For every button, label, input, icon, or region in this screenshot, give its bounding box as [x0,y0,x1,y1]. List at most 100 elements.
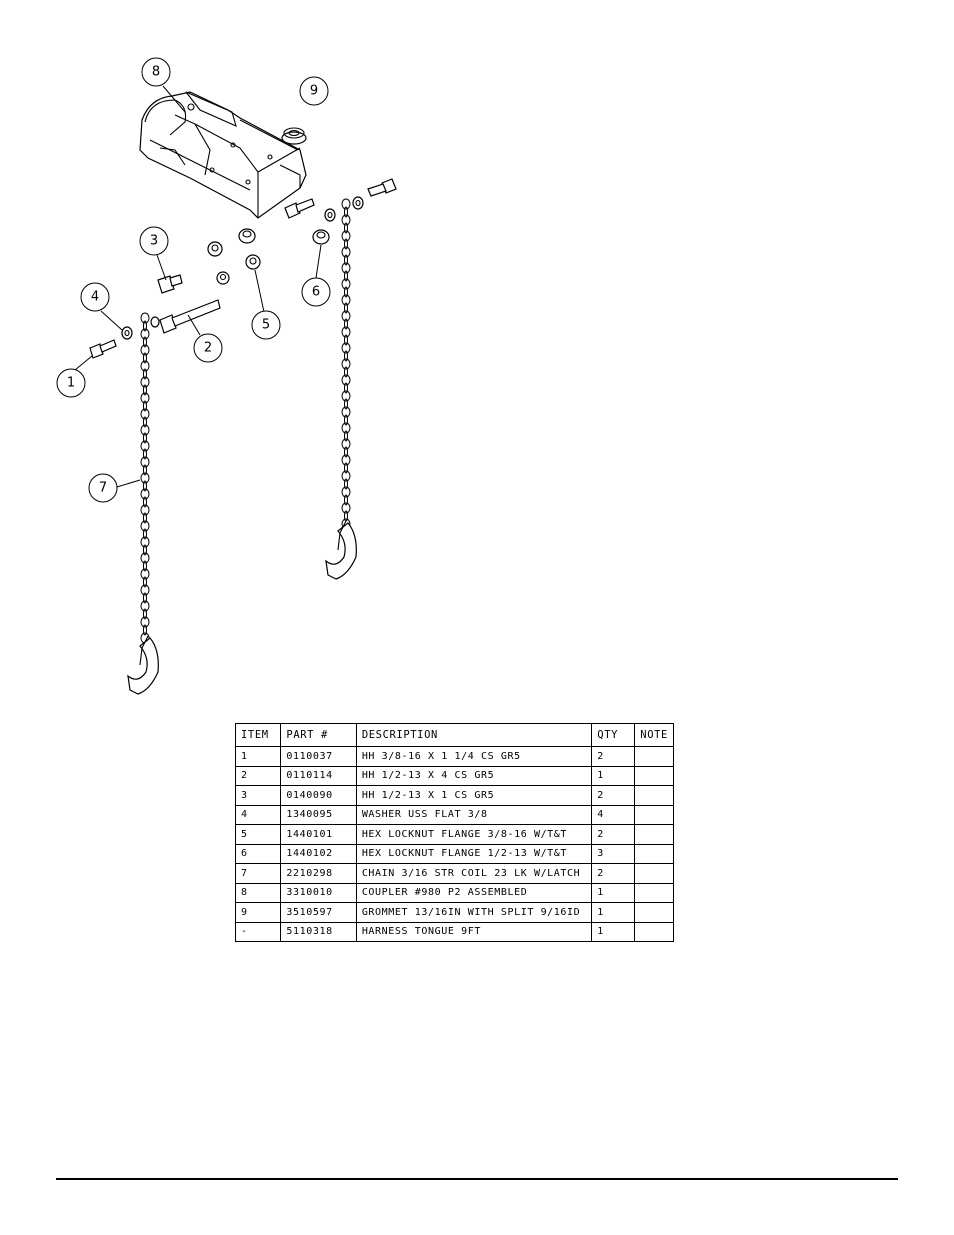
cell-note [634,882,674,903]
chain-link [341,454,351,466]
chain-link [140,376,150,388]
bolt-half-inch-short [157,274,183,294]
callout-2: 2 [193,333,223,363]
chain-link [341,214,351,226]
cell-item: 3 [234,785,282,806]
cell-description: WASHER USS FLAT 3/8 [355,804,593,825]
chain-link [344,350,348,362]
chain-link [143,576,147,588]
bolt-three-eighths [89,326,133,359]
chain-link [341,230,351,242]
cell-qty: 2 [591,785,636,806]
chain-link [143,400,147,412]
chain-link [344,222,348,234]
chain-link [140,568,150,580]
cell-note [634,804,674,825]
callout-7: 7 [88,473,118,503]
bolt-half-inch-long [150,299,221,334]
cell-description: COUPLER #980 P2 ASSEMBLED [355,882,593,903]
cell-part: 5110318 [280,921,357,942]
chain-link [143,336,147,348]
cell-part: 0110037 [280,746,357,767]
locknut-half-inch [312,229,330,245]
callout-9: 9 [299,76,329,106]
chain-link [140,616,150,628]
cell-description: HARNESS TONGUE 9FT [355,921,593,942]
cell-qty: 2 [591,824,636,845]
chain-link [344,430,348,442]
chain-link [341,502,351,514]
washers-right [324,196,364,222]
header-part: PART # [280,723,357,747]
chain-link [140,456,150,468]
cell-part: 3310010 [280,882,357,903]
svg-text:2: 2 [204,341,212,356]
cell-qty: 3 [591,843,636,864]
cell-item: 1 [234,746,282,767]
callout-6: 6 [301,277,331,307]
chain-link [341,262,351,274]
header-item: ITEM [234,723,282,747]
cell-qty: 1 [591,882,636,903]
chain-link [140,328,150,340]
chain-link [143,384,147,396]
chain-link [143,624,147,636]
chain-link [344,254,348,266]
chain-link [143,464,147,476]
svg-text:9: 9 [310,84,318,99]
svg-text:3: 3 [150,234,158,249]
chain-link [143,432,147,444]
chain-link [143,448,147,460]
chain-link [140,520,150,532]
cell-note [634,902,674,923]
cell-item: - [234,921,282,942]
coupler-assembly [139,91,307,219]
cell-item: 5 [234,824,282,845]
chain-link [341,374,351,386]
leader-lines [74,85,322,488]
cell-qty: 2 [591,863,636,884]
chain-link [143,480,147,492]
chain-link [344,206,348,218]
chain-link [143,368,147,380]
hook-right [325,520,357,580]
chain-link [344,462,348,474]
callout-3: 3 [139,226,169,256]
chain-link [140,600,150,612]
chain-link [143,320,147,332]
cell-qty: 1 [591,902,636,923]
cell-item: 8 [234,882,282,903]
chain-link [143,592,147,604]
cell-part: 3510597 [280,902,357,923]
cell-qty: 4 [591,804,636,825]
chain-link [344,382,348,394]
chain-link [140,472,150,484]
cell-note [634,843,674,864]
cell-description: HEX LOCKNUT FLANGE 1/2-13 W/T&T [355,843,593,864]
svg-text:5: 5 [262,318,270,333]
callout-5: 5 [251,310,281,340]
header-qty: QTY [591,723,636,747]
chain-link [143,416,147,428]
chain-link [140,392,150,404]
chain-link [344,334,348,346]
cell-note [634,785,674,806]
svg-text:7: 7 [99,481,107,496]
cell-part: 0110114 [280,765,357,786]
chain-link [344,238,348,250]
callout-1: 1 [56,368,86,398]
chain-link [341,406,351,418]
chain-link [344,494,348,506]
chain-link [140,552,150,564]
chain-link [140,504,150,516]
header-note: NOTE [634,723,674,747]
chain-link [344,286,348,298]
exploded-parts-drawing: 8 9 3 4 6 5 2 1 7 [56,57,397,695]
chain-link [143,496,147,508]
